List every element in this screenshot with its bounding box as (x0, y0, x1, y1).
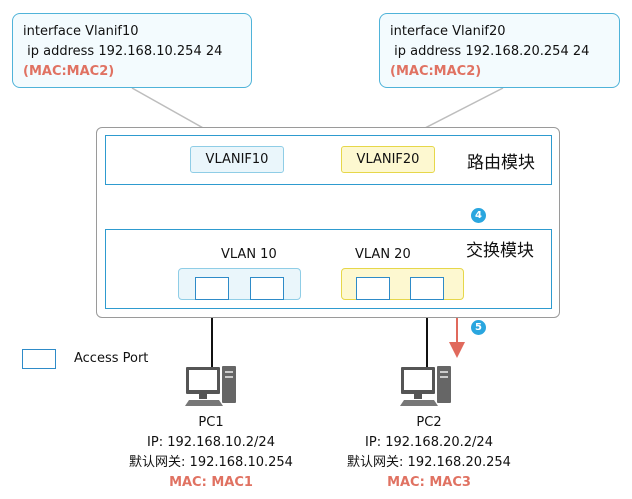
callout-interface-line: interface Vlanif20 (390, 24, 506, 39)
pc2-info: PC2 IP: 192.168.20.2/24 默认网关: 192.168.20… (329, 413, 529, 493)
routing-module (105, 135, 552, 185)
pc1-info: PC1 IP: 192.168.10.2/24 默认网关: 192.168.10… (111, 413, 311, 493)
pc2-ip: IP: 192.168.20.2/24 (365, 435, 493, 450)
access-port-vlan10-a (195, 277, 229, 300)
callout-mac-line: (MAC:MAC2) (23, 64, 115, 79)
pc1-name: PC1 (198, 415, 224, 430)
pc1-gateway: 默认网关: 192.168.10.254 (129, 455, 293, 470)
access-port-vlan20-a (356, 277, 390, 300)
pc2-gateway: 默认网关: 192.168.20.254 (347, 455, 511, 470)
pc1-mac: MAC: MAC1 (169, 475, 253, 490)
routing-module-label: 路由模块 (467, 153, 535, 173)
callout-ip-line: ip address 192.168.10.254 24 (23, 44, 223, 59)
pc1-computer-icon (185, 366, 236, 406)
pc2-computer-icon (400, 366, 451, 406)
callout-interface-line: interface Vlanif10 (23, 24, 139, 39)
pc2-name: PC2 (416, 415, 442, 430)
vlanif10-interface: VLANIF10 (190, 146, 284, 173)
pc1-ip: IP: 192.168.10.2/24 (147, 435, 275, 450)
access-port-vlan10-b (250, 277, 284, 300)
vlan10-label: VLAN 10 (221, 247, 277, 262)
vlanif10-config-callout: interface Vlanif10 ip address 192.168.10… (12, 13, 252, 88)
vlanif20-interface: VLANIF20 (341, 146, 435, 173)
legend-access-port-swatch (22, 349, 56, 369)
step-4-badge: 4 (471, 208, 486, 223)
legend-access-port-label: Access Port (74, 351, 149, 366)
callout-ip-line: ip address 192.168.20.254 24 (390, 44, 590, 59)
callout-mac-line: (MAC:MAC2) (390, 64, 482, 79)
vlanif20-config-callout: interface Vlanif20 ip address 192.168.20… (379, 13, 620, 88)
pc2-mac: MAC: MAC3 (387, 475, 471, 490)
step-5-badge: 5 (471, 320, 486, 335)
access-port-vlan20-b (410, 277, 444, 300)
switching-module-label: 交换模块 (466, 241, 534, 261)
vlan20-label: VLAN 20 (355, 247, 411, 262)
